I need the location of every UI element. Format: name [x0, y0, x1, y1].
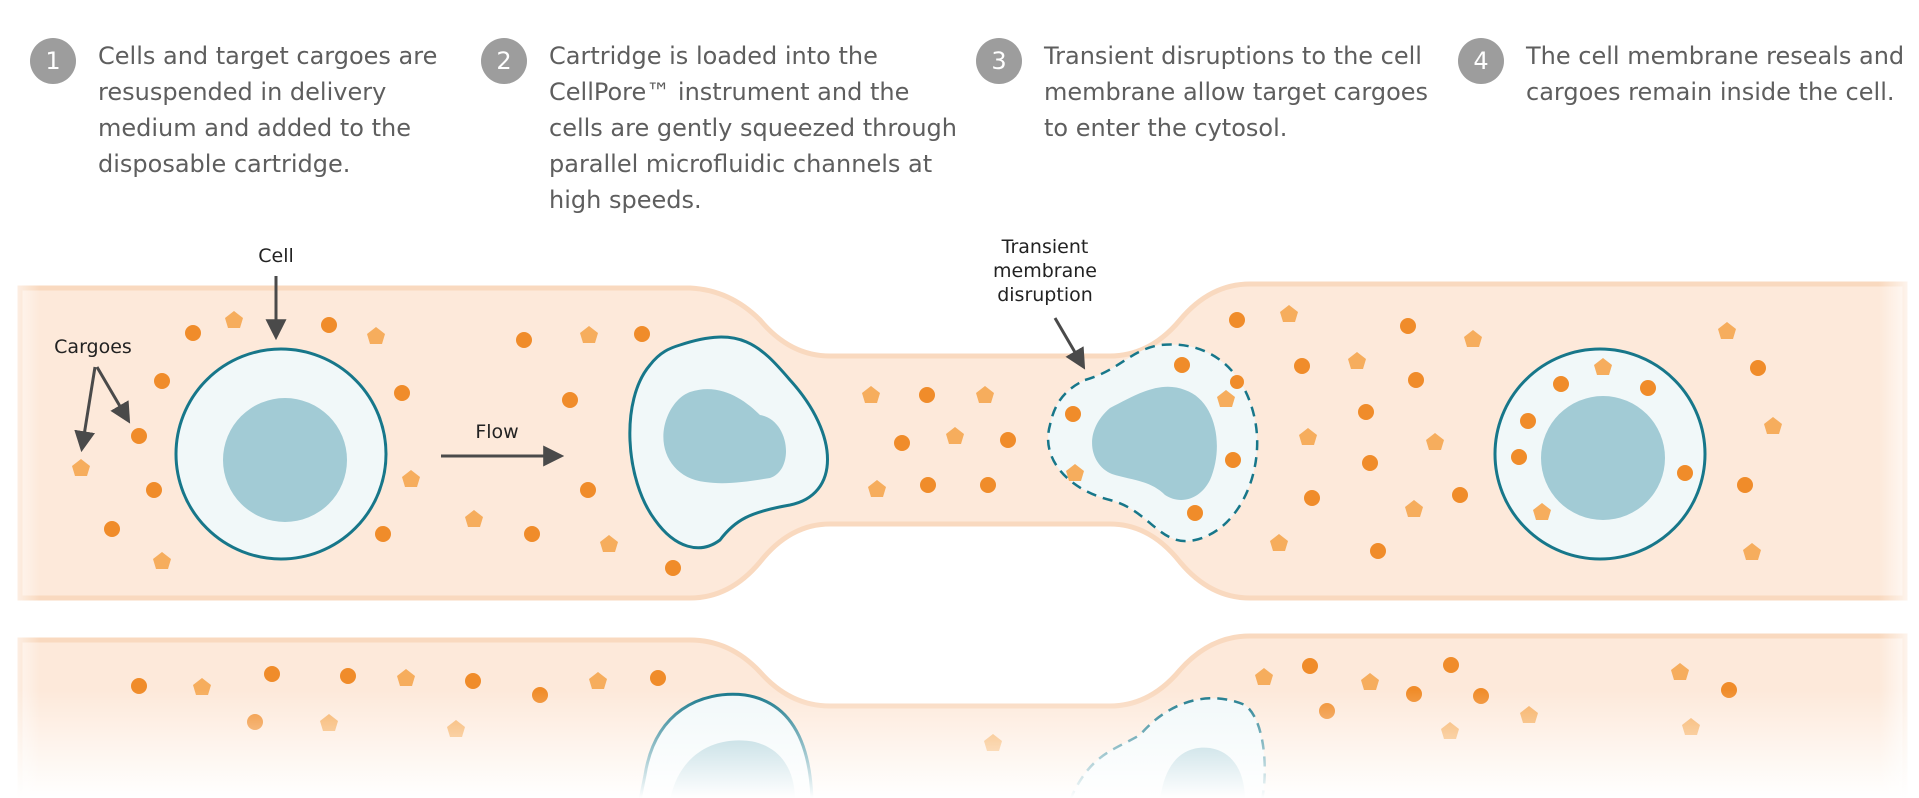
step-3-text: Transient disruptions to the cell membra… [1044, 42, 1429, 142]
step-2: 2 Cartridge is loaded into the CellPore™… [481, 38, 969, 218]
cell-resealed [1493, 347, 1707, 561]
step-4: 4 The cell membrane reseals and cargoes … [1458, 38, 1919, 110]
step-4-text: The cell membrane reseals and cargoes re… [1526, 42, 1905, 106]
cargo-pentagons [72, 305, 1782, 569]
label-flow: Flow [475, 421, 518, 443]
step-2-number: 2 [481, 38, 527, 84]
channel-upper [17, 281, 1908, 601]
cargo-dots-2 [1229, 312, 1766, 559]
annotation-arrows [74, 276, 1086, 467]
step-3-number: 3 [976, 38, 1022, 84]
step-1: 1 Cells and target cargoes are resuspend… [30, 38, 478, 182]
label-disruption-line2: membrane [993, 260, 1097, 282]
step-1-text: Cells and target cargoes are resuspended… [98, 42, 438, 178]
label-cargoes: Cargoes [54, 336, 132, 358]
label-disruption-line3: disruption [997, 284, 1093, 306]
label-cell: Cell [258, 245, 294, 267]
step-1-number: 1 [30, 38, 76, 84]
label-disruption-line1: Transient [1001, 236, 1089, 258]
step-2-text: Cartridge is loaded into the CellPore™ i… [549, 42, 957, 214]
step-3: 3 Transient disruptions to the cell memb… [976, 38, 1444, 146]
cell-squeezed [628, 335, 829, 550]
step-4-number: 4 [1458, 38, 1504, 84]
cell-disrupted [1046, 343, 1259, 543]
cargo-dots [104, 317, 1244, 576]
cell-intact [174, 347, 388, 561]
